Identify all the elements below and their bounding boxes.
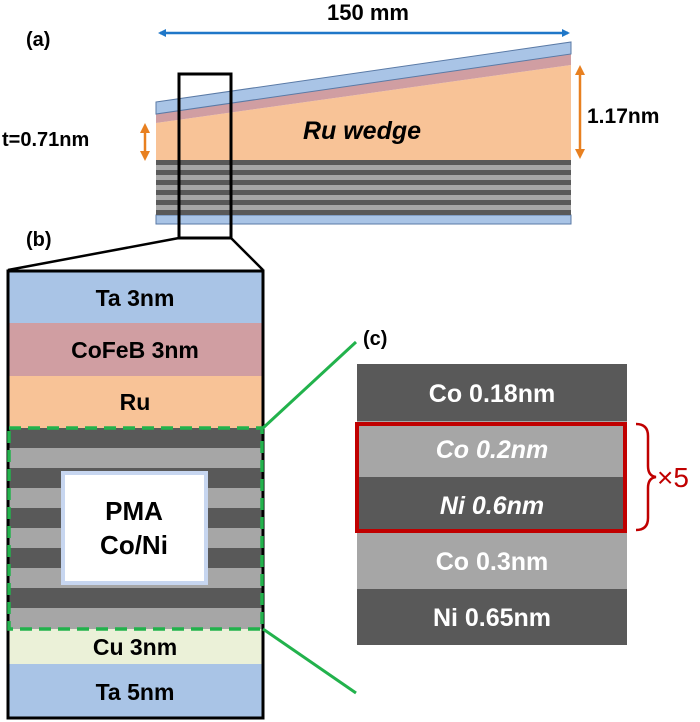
wedge-ta-top-layer bbox=[155, 41, 572, 115]
pma-label: PMA bbox=[105, 496, 163, 526]
ru-layer bbox=[8, 376, 263, 428]
thin-thickness-label: t=0.71nm bbox=[2, 129, 89, 151]
co-top-layer bbox=[357, 364, 627, 421]
ta-bottom-layer bbox=[8, 664, 263, 718]
connector-bottom bbox=[262, 627, 357, 695]
cu-layer bbox=[8, 629, 263, 664]
connector-top bbox=[261, 340, 358, 430]
repeat-box bbox=[355, 422, 627, 533]
panel-b-label: (b) bbox=[26, 229, 52, 251]
cofeb-label: CoFeB 3nm bbox=[71, 337, 199, 363]
width-label: 150 mm bbox=[327, 0, 409, 25]
wedge-ta-bottom-layer bbox=[155, 214, 572, 225]
zoom-box bbox=[177, 72, 233, 240]
wedge-cofeb-layer bbox=[156, 54, 571, 123]
ru-label: Ru bbox=[120, 389, 151, 415]
ru-wedge-layer bbox=[156, 65, 571, 160]
ta-bottom-label: Ta 5nm bbox=[96, 679, 175, 705]
coni-dashed-outline bbox=[7, 426, 264, 631]
ni-repeat-label: Ni 0.6nm bbox=[440, 492, 544, 520]
ni-repeat-layer bbox=[357, 477, 627, 533]
ni-bottom-label: Ni 0.65nm bbox=[433, 604, 551, 632]
ta-top-label: Ta 3nm bbox=[96, 285, 175, 311]
panel-c-label: (c) bbox=[363, 328, 387, 350]
cu-label: Cu 3nm bbox=[93, 634, 177, 660]
co-top-label: Co 0.18nm bbox=[429, 380, 555, 408]
zoom-line-right bbox=[230, 237, 264, 271]
panel-a-label: (a) bbox=[26, 29, 50, 51]
coni-label: Co/Ni bbox=[100, 530, 168, 560]
co-repeat-label: Co 0.2nm bbox=[436, 436, 549, 464]
ru-wedge-label: Ru wedge bbox=[303, 117, 421, 145]
ta-top-layer bbox=[8, 271, 263, 323]
thick-thickness-label: 1.17nm bbox=[587, 105, 659, 128]
co-bottom-label: Co 0.3nm bbox=[436, 548, 549, 576]
pma-box bbox=[61, 471, 208, 585]
co-bottom-layer bbox=[357, 533, 627, 589]
repeat-brace bbox=[635, 422, 657, 532]
wedge-coni-stripes bbox=[156, 160, 571, 215]
co-repeat-layer bbox=[357, 421, 627, 477]
zoom-line-left bbox=[7, 236, 180, 272]
repeat-count-label: ×5 bbox=[657, 462, 689, 493]
cofeb-layer bbox=[8, 323, 263, 376]
ni-bottom-layer bbox=[357, 589, 627, 645]
